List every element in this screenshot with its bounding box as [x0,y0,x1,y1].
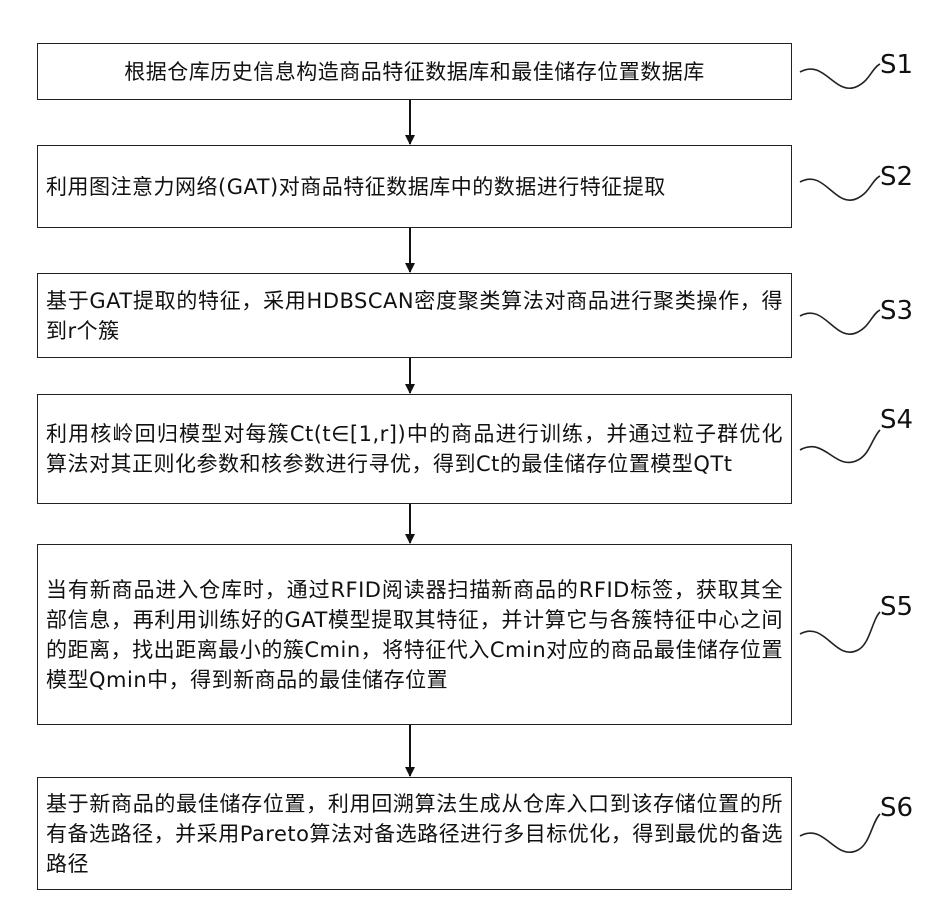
squiggle-s4 [800,430,880,462]
step-label-s2: S2 [880,162,913,192]
step-label-s4: S4 [880,405,913,435]
label-connectors [800,64,880,852]
squiggle-s1 [800,64,880,88]
squiggle-s5 [800,612,880,652]
step-label-s1: S1 [880,50,913,80]
step-label-s6: S6 [880,793,913,823]
step-label-s3: S3 [880,296,913,326]
squiggle-s3 [800,310,880,334]
step-label-s5: S5 [880,592,913,622]
squiggle-s2 [800,176,880,200]
squiggle-s6 [800,814,880,852]
